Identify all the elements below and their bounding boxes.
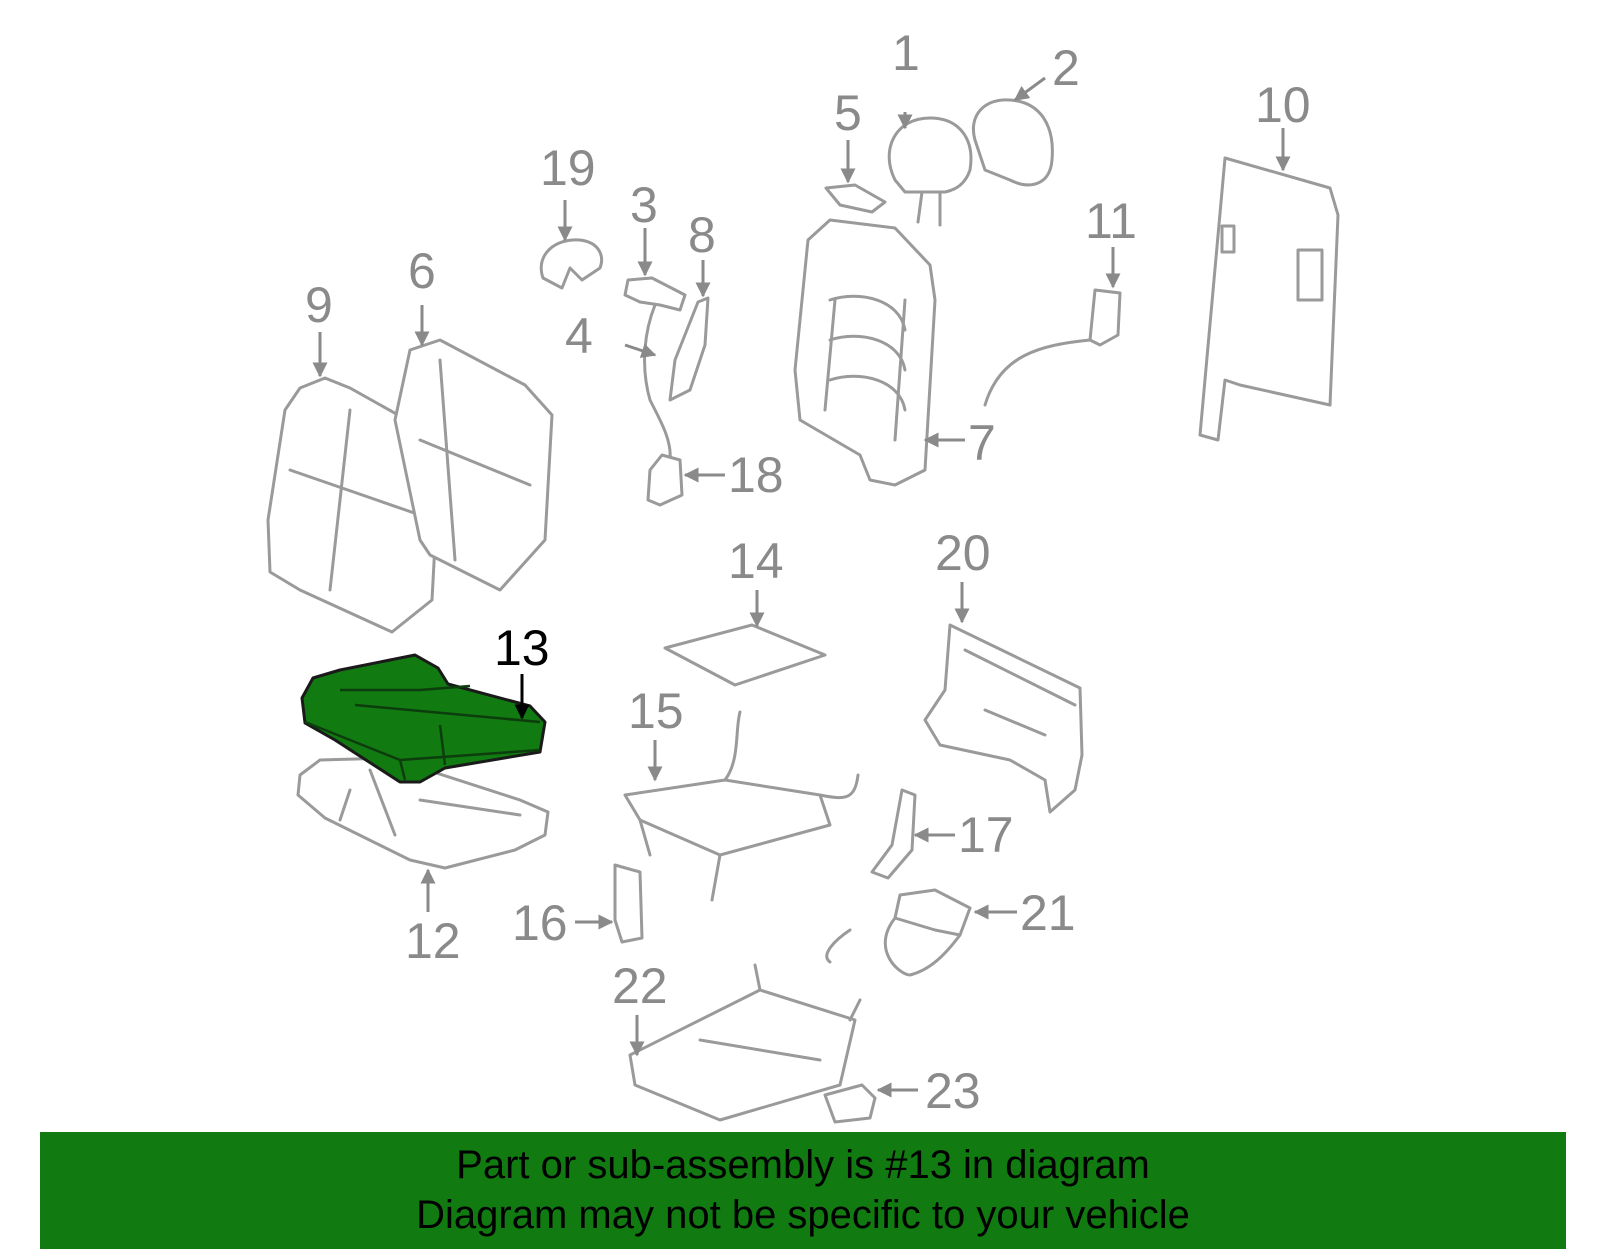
part-6-seatback [393, 338, 554, 592]
callout-4: 4 [565, 308, 593, 364]
part-18-bracket [646, 453, 684, 507]
callout-15: 15 [628, 683, 684, 739]
callout-2: 2 [1052, 40, 1080, 96]
leader-lines [312, 76, 1291, 1098]
callout-8: 8 [688, 207, 716, 263]
callout-19: 19 [540, 140, 596, 196]
part-8-bracket [668, 296, 710, 402]
part-2-headrest [972, 98, 1054, 187]
part-17-bracket [870, 788, 917, 880]
part-23-cover [823, 1083, 877, 1124]
part-13-seat-cushion-highlighted[interactable] [300, 653, 547, 784]
part-14-pad [663, 623, 827, 687]
part-22-base-frame [628, 963, 862, 1122]
part-3-latch [623, 276, 687, 312]
callout-12: 12 [405, 913, 461, 969]
part-9-seatback [266, 376, 442, 634]
part-11-cable [983, 288, 1122, 407]
callout-20: 20 [935, 525, 991, 581]
callout-7: 7 [968, 415, 996, 471]
callout-18: 18 [728, 447, 784, 503]
callout-11: 11 [1085, 193, 1137, 249]
callout-5: 5 [834, 85, 862, 141]
callout-13: 13 [494, 620, 550, 676]
callout-21: 21 [1020, 885, 1076, 941]
callout-1: 1 [892, 25, 920, 81]
part-1-headrest [887, 116, 973, 227]
part-4-cable [643, 303, 672, 462]
callout-23: 23 [925, 1063, 981, 1119]
callout-10: 10 [1255, 77, 1311, 133]
callout-22: 22 [612, 958, 668, 1014]
callout-3: 3 [630, 177, 658, 233]
part-10-back-panel [1198, 156, 1340, 442]
part-15-frame [623, 710, 860, 902]
callout-numbers: 1 2 3 4 5 6 7 8 9 10 11 12 13 14 15 16 1… [305, 25, 1311, 1119]
callout-9: 9 [305, 277, 333, 333]
callout-16: 16 [512, 895, 568, 951]
banner-line-disclaimer: Diagram may not be specific to your vehi… [416, 1193, 1190, 1237]
banner-line-part-number: Part or sub-assembly is #13 in diagram [456, 1143, 1150, 1187]
part-16-plate [613, 863, 644, 944]
part-13-shape[interactable] [300, 653, 547, 784]
callout-17: 17 [958, 807, 1014, 863]
info-banner: Part or sub-assembly is #13 in diagram D… [40, 1132, 1566, 1249]
callout-14: 14 [728, 533, 784, 589]
part-19-cover [539, 238, 604, 290]
callout-6: 6 [408, 243, 436, 299]
part-20-side-panel [923, 623, 1084, 814]
part-7-seatback-frame [793, 218, 937, 487]
part-5-clip [824, 183, 887, 214]
part-21-lever [825, 888, 972, 977]
